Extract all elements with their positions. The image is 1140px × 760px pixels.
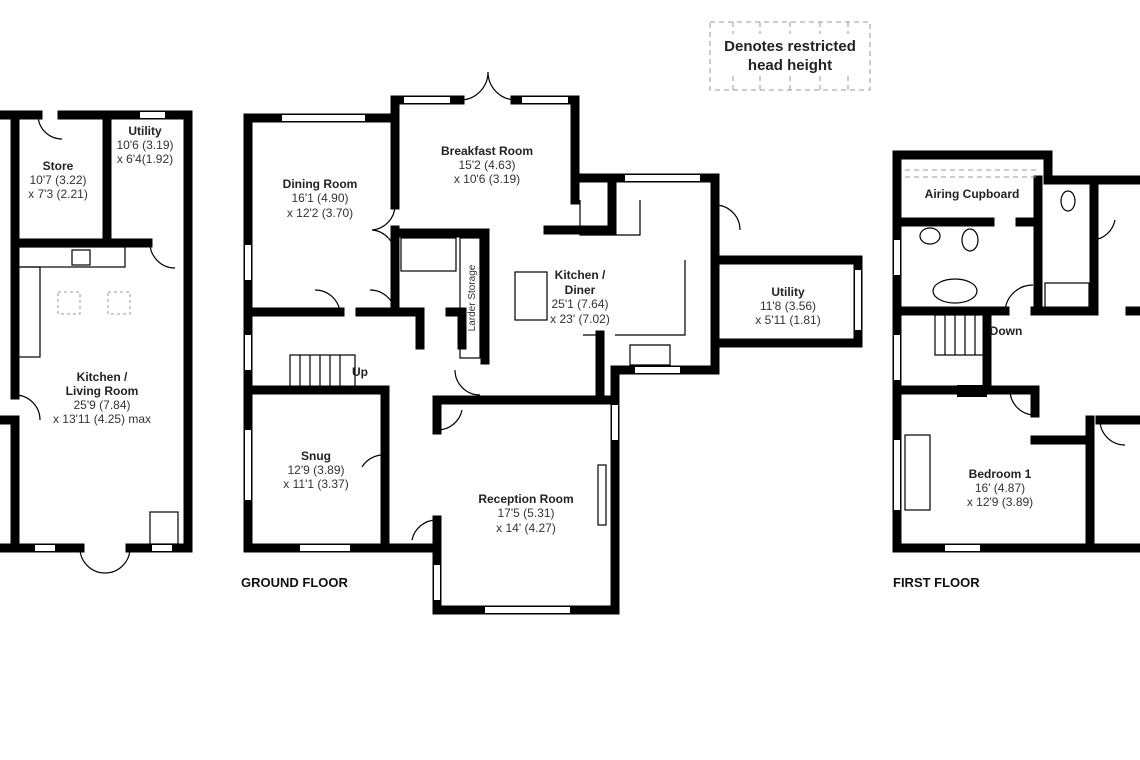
kitchen-living-dim2: x 13'11 (4.25) max <box>53 412 151 426</box>
kitchen-diner-dim2: x 23' (7.02) <box>550 312 610 326</box>
utility-left-name: Utility <box>128 124 162 138</box>
store-name: Store <box>43 159 74 173</box>
reception-room-dim2: x 14' (4.27) <box>496 521 556 535</box>
kitchen-diner-name2: Diner <box>565 283 596 297</box>
reception-room-dim1: 17'5 (5.31) <box>498 506 555 520</box>
first-floor-label: FIRST FLOOR <box>893 575 980 590</box>
bedroom-1-dim2: x 12'9 (3.89) <box>967 495 1033 509</box>
snug-name: Snug <box>301 449 331 463</box>
store-dim2: x 7'3 (2.21) <box>28 187 88 201</box>
dining-room-name: Dining Room <box>283 177 358 191</box>
dining-room-dim1: 16'1 (4.90) <box>292 191 349 205</box>
kitchen-living-name2: Living Room <box>66 384 139 398</box>
stairs-up-label: Up <box>352 365 368 379</box>
legend-line-1: Denotes restricted <box>724 38 856 55</box>
larder-storage-label: Larder Storage <box>467 264 478 331</box>
first-floor-plan: Airing Cupboard Down Bedroom 1 16' (4.87… <box>892 150 1140 553</box>
utility-left-dim1: 10'6 (3.19) <box>117 138 174 152</box>
kitchen-living-name1: Kitchen / <box>77 370 128 384</box>
airing-cupboard-label: Airing Cupboard <box>925 187 1020 201</box>
store-dim1: 10'7 (3.22) <box>30 173 87 187</box>
legend-line-2: head height <box>748 57 832 74</box>
snug-dim2: x 11'1 (3.37) <box>283 477 348 491</box>
bedroom-1-dim1: 16' (4.87) <box>975 481 1025 495</box>
ground-floor-plan: Dining Room 16'1 (4.90) x 12'2 (3.70) Br… <box>243 71 863 615</box>
utility-dim2: x 5'11 (1.81) <box>755 313 820 327</box>
breakfast-room-dim2: x 10'6 (3.19) <box>454 172 520 186</box>
utility-name: Utility <box>771 285 805 299</box>
dining-room-dim2: x 12'2 (3.70) <box>287 206 353 220</box>
breakfast-room-name: Breakfast Room <box>441 144 533 158</box>
restricted-height-legend: Denotes restricted head height <box>709 21 871 91</box>
snug-dim1: 12'9 (3.89) <box>288 463 345 477</box>
breakfast-room-dim1: 15'2 (4.63) <box>459 158 516 172</box>
ground-floor-label: GROUND FLOOR <box>241 575 348 590</box>
utility-left-dim2: x 6'4(1.92) <box>117 152 173 166</box>
bedroom-1-name: Bedroom 1 <box>969 467 1032 481</box>
kitchen-diner-dim1: 25'1 (7.64) <box>552 297 609 311</box>
stairs-down-label: Down <box>990 324 1023 338</box>
utility-dim1: 11'8 (3.56) <box>760 299 816 313</box>
kitchen-diner-name1: Kitchen / <box>555 268 606 282</box>
kitchen-living-dim1: 25'9 (7.84) <box>74 398 131 412</box>
reception-room-name: Reception Room <box>478 492 573 506</box>
annex-plan: Store 10'7 (3.22) x 7'3 (2.21) Utility 1… <box>0 110 193 574</box>
